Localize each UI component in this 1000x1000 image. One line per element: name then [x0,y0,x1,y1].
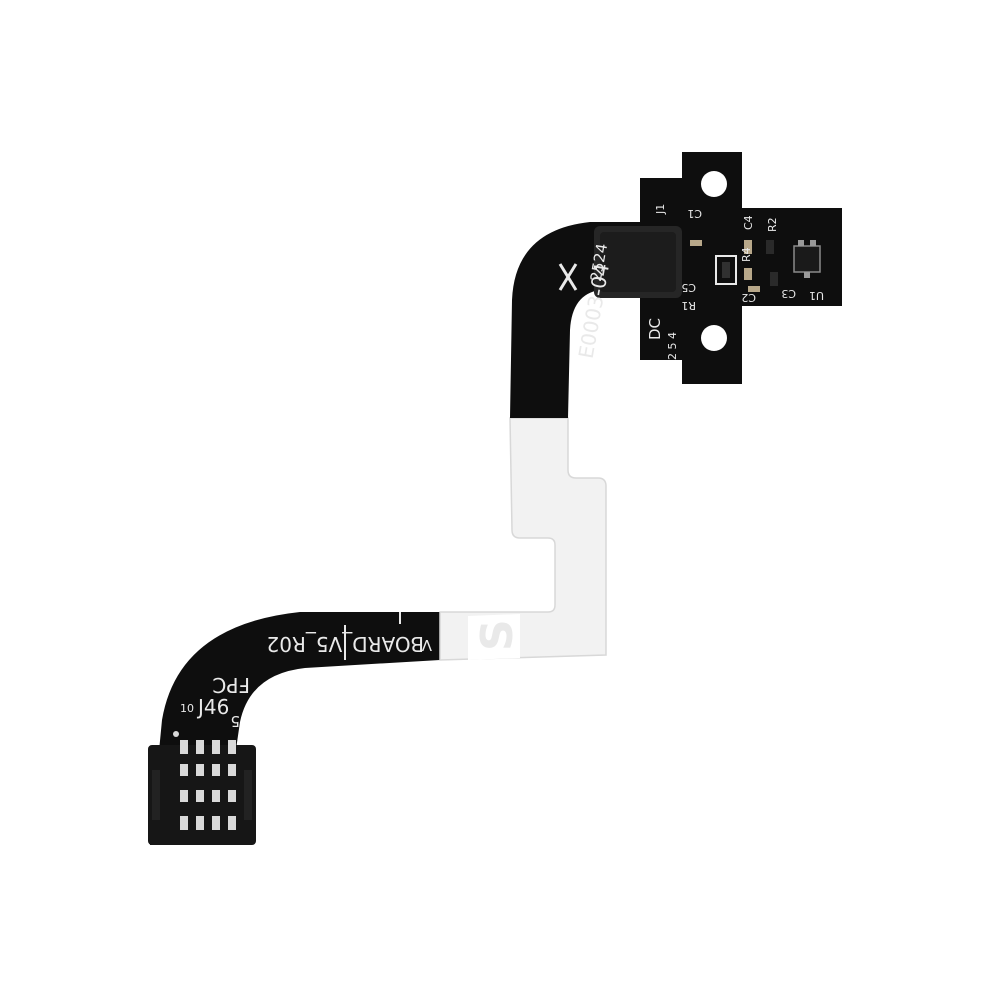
lot-code-label: 2 5 4 [666,332,679,360]
passive-c1 [690,240,702,246]
connector-ref-label: J46 [196,695,229,719]
r2-label: R2 [766,217,779,232]
pin1-marker [173,731,179,737]
orange-sticker [468,614,520,660]
pin-5-label: 5 [230,712,240,730]
r4-label: R4 [740,247,753,262]
board-prefix-label: V [421,636,432,654]
j1-label: J1 [654,204,667,215]
c5-label: C5 [681,281,696,294]
c3-label: C3 [781,287,796,300]
c4-label: C4 [742,215,755,230]
passive-c4 [744,240,752,254]
mounting-hole-bottom [701,325,727,351]
mounting-hole-top [701,171,727,197]
passive-c2 [748,286,760,292]
sticker-text: S [472,619,523,651]
r1-label: R1 [681,299,696,312]
sensor-chip [715,255,737,285]
u1-label: U1 [809,289,824,302]
fiducial-cross-icon [558,263,578,291]
fpc-label: FPC [212,673,250,697]
regulator-u1 [793,245,821,273]
passive-r4 [744,268,752,280]
white-stiffener [439,417,607,661]
c2-label: C2 [741,291,756,304]
sensor-head-board [640,152,842,384]
fpc-contact-pins [180,740,236,830]
c1-label: C1 [687,207,702,220]
dc-label: DC [646,318,664,340]
pin-10-label: 10 [180,702,194,715]
passive-c3 [770,272,778,286]
passive-r2 [766,240,774,254]
